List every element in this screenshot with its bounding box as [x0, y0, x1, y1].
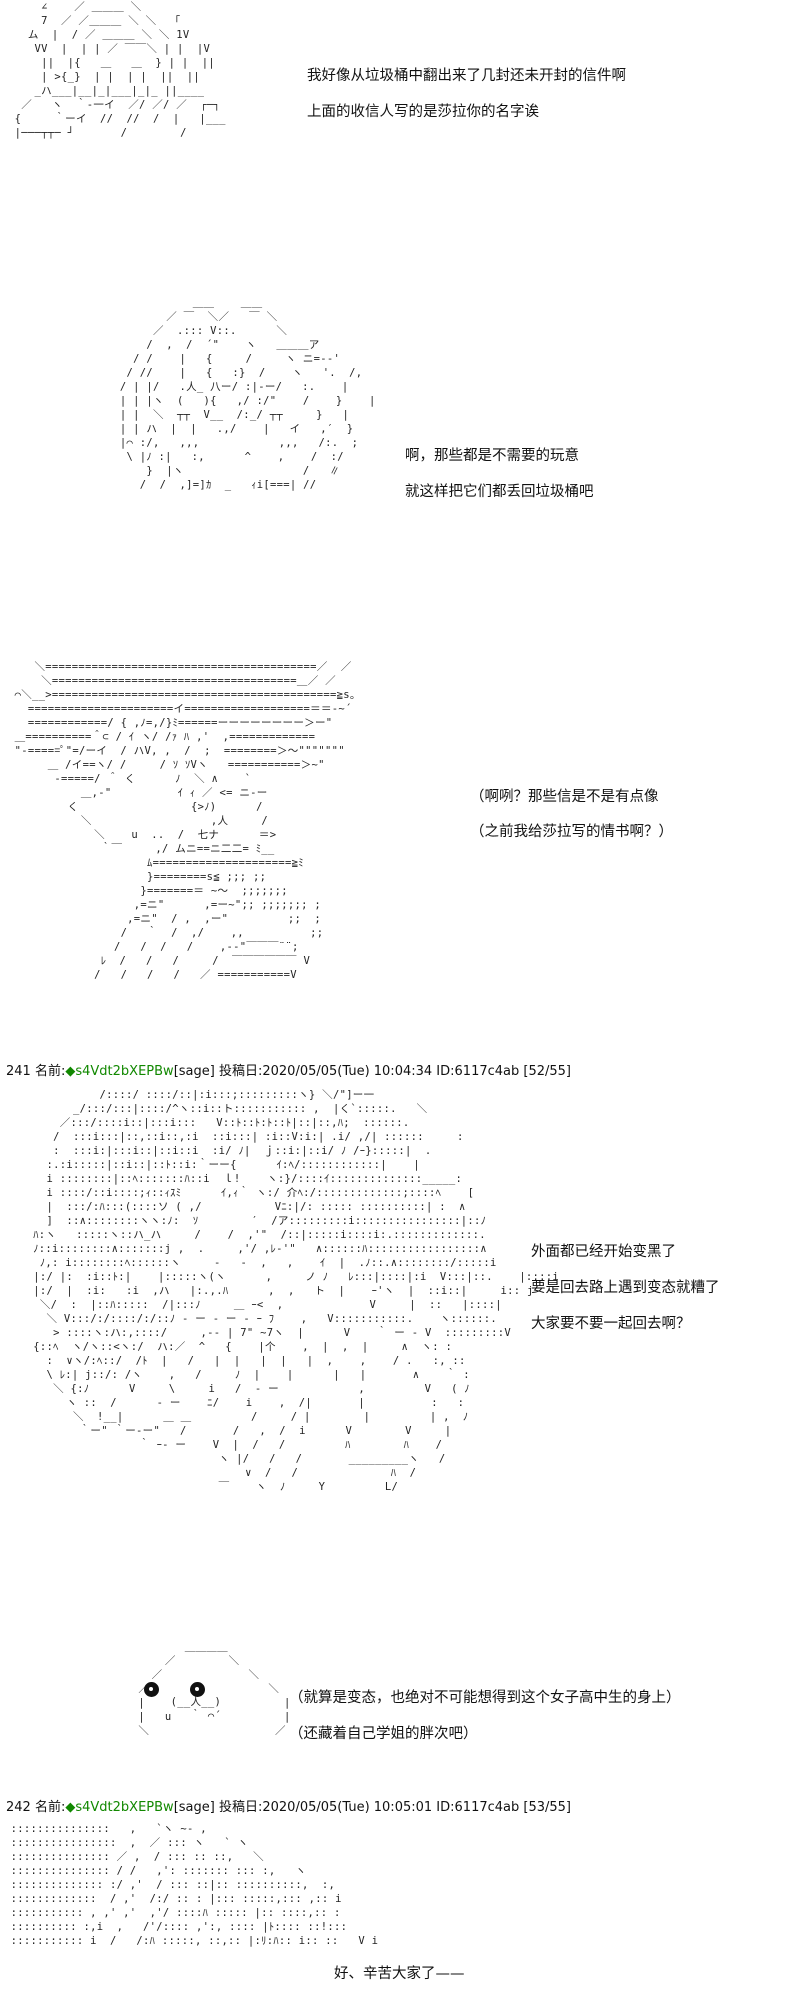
post-header: 241 名前:◆s4Vdt2bXEPBw[sage] 投稿日:2020/05/0…: [6, 1060, 571, 1079]
dialog-line: 大家要不要一起回去啊？: [531, 1316, 691, 1332]
ascii-art-character-4: /::::/ ::::/::|:i:::;:::::::::ヽ} ＼/"]ー一 …: [33, 1089, 560, 1493]
dialog-line: （就算是变态，也绝对不可能想得到这个女子高中生的身上）: [289, 1690, 681, 1706]
post-header: 242 名前:◆s4Vdt2bXEPBw[sage] 投稿日:2020/05/0…: [6, 1796, 571, 1815]
mail-field: [sage]: [173, 1800, 215, 1815]
post-id: ID:6117c4ab: [436, 1064, 520, 1079]
mail-field: [sage]: [173, 1064, 215, 1079]
post-number: 241: [6, 1064, 31, 1079]
dialog-line: 就这样把它们都丢回垃圾桶吧: [405, 484, 594, 500]
dialog-line: 好、辛苦大家了——: [334, 1966, 465, 1982]
post-datetime: 2020/05/05(Tue) 10:05:01: [262, 1800, 433, 1815]
post-datetime: 2020/05/05(Tue) 10:04:34: [262, 1064, 433, 1079]
ascii-art-face-outline: ＿＿＿＿ ／ ＼ ／ ＼ ／ ＼ | | | u | ＼ ／: [138, 1641, 291, 1737]
ascii-art-character-2: ＿＿ ＿＿ ／ ￣ ＼／ ￣ ＼ ／ .::: V::. ＼ / , / ´" …: [119, 297, 376, 491]
post-count: [52/55]: [523, 1064, 571, 1079]
ascii-art-face-mouth: (__人__) ｀ ⌒´: [170, 1696, 222, 1722]
dialog-line: （之前我给莎拉写的情书啊？）: [470, 824, 673, 840]
post-id: ID:6117c4ab: [436, 1800, 520, 1815]
name-label: 名前:: [34, 1800, 66, 1815]
ascii-art-character-3: ＼=======================================…: [14, 661, 361, 981]
name-label: 名前:: [34, 1064, 66, 1079]
dialog-line: （还藏着自己学姐的胖次吧）: [289, 1726, 478, 1742]
ascii-art-character-6: ::::::::::::::: , `ヽ ~‐ , ::::::::::::::…: [10, 1823, 379, 1947]
post-number: 242: [6, 1800, 31, 1815]
dialog-line: 啊，那些都是不需要的玩意: [405, 448, 579, 464]
right-eye-icon: [190, 1682, 205, 1697]
left-eye-icon: [144, 1682, 159, 1697]
dialog-line: 上面的收信人写的是莎拉你的名字诶: [307, 104, 539, 120]
dialog-line: 要是回去路上遇到变态就糟了: [531, 1280, 720, 1296]
dialog-line: 我好像从垃圾桶中翻出来了几封还未开封的信件啊: [307, 68, 626, 84]
tripcode: ◆s4Vdt2bXEPBw: [65, 1800, 174, 1815]
ascii-art-character-1: ∠ ／ ＿＿＿ ＼ 7 ／ ／＿＿＿ ＼ ＼ 「 ム | / ／ ＿＿＿ ＼ ＼…: [14, 1, 226, 139]
dialog-line: 外面都已经开始变黑了: [531, 1244, 676, 1260]
tripcode: ◆s4Vdt2bXEPBw: [65, 1064, 174, 1079]
date-label: 投稿日:: [218, 1064, 263, 1079]
dialog-line: （啊咧？那些信是不是有点像: [470, 789, 659, 805]
post-count: [53/55]: [523, 1800, 571, 1815]
date-label: 投稿日:: [218, 1800, 263, 1815]
yaruo-face: ＿＿＿＿ ／ ＼ ／ ＼ ／ ＼ | | | u | ＼ ／ (__人__) ｀…: [92, 1640, 290, 1760]
